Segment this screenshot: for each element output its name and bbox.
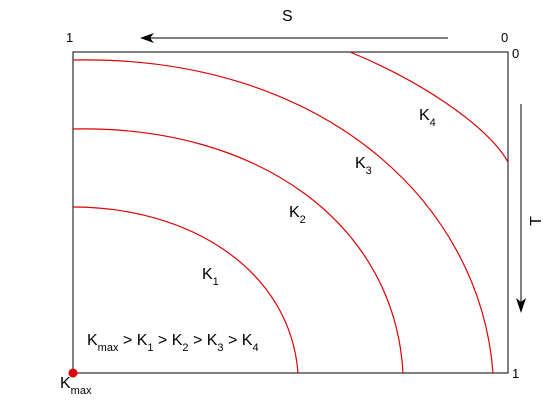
curve-k1 — [72, 206, 299, 374]
curve-label-k2: K2 — [289, 204, 306, 226]
curve-k2 — [72, 128, 404, 374]
curve-k4 — [349, 51, 509, 163]
corner-top-left-value: 1 — [66, 30, 73, 45]
s-axis-label: S — [282, 8, 293, 25]
kmax-label: Kmax — [60, 375, 92, 397]
plot-frame — [72, 51, 509, 374]
corner-top-right-inner-value: 0 — [512, 46, 519, 61]
curve-label-k1: K1 — [202, 266, 219, 288]
curve-label-k4: K4 — [419, 107, 436, 129]
t-axis-label: T — [528, 216, 545, 226]
inequality-text: Kmax > K1 > K2 > K3 > K4 — [87, 332, 259, 354]
curve-k3 — [72, 59, 494, 374]
curve-label-k3: K3 — [355, 155, 372, 177]
corner-bottom-right-value: 1 — [512, 366, 519, 381]
t-arrow-head — [516, 298, 526, 313]
corner-top-right-outer-value: 0 — [501, 30, 508, 45]
kmax-point — [68, 368, 78, 378]
s-arrow-head — [140, 33, 154, 43]
